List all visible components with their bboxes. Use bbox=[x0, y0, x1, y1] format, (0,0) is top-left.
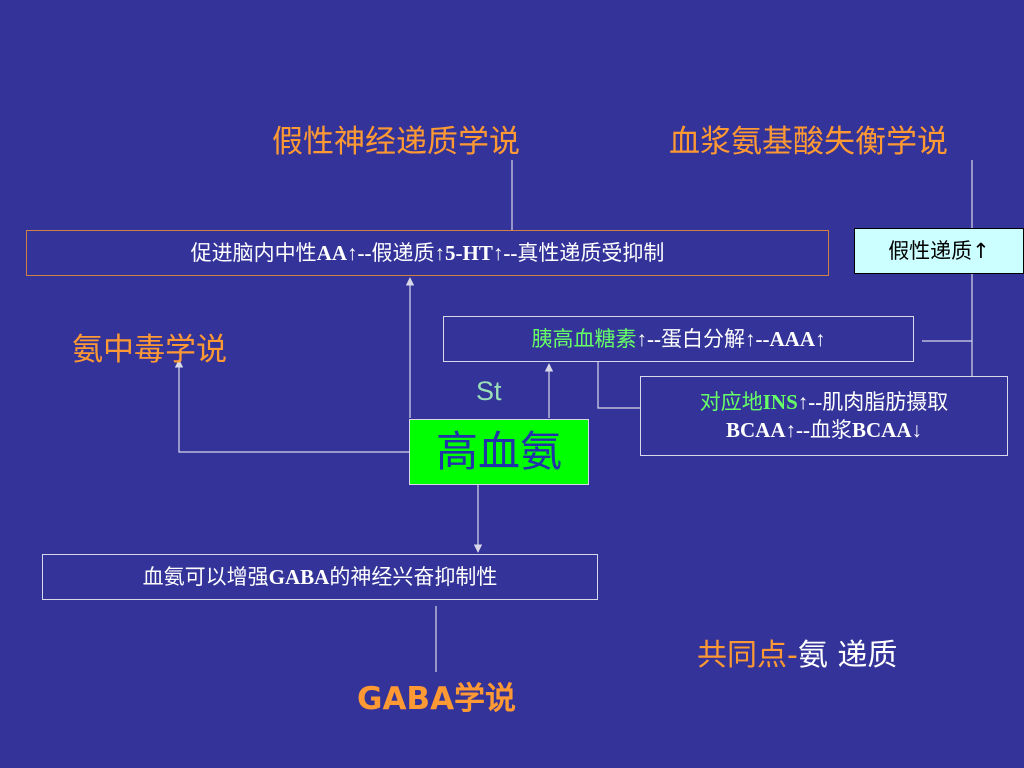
line-glucagon-to-ins bbox=[597, 362, 640, 409]
ins-box: 对应地INS↑--肌肉脂肪摄取 BCAA↑--血浆BCAA↓ bbox=[640, 376, 1008, 456]
arrow-to-ammonia-poisoning bbox=[174, 359, 410, 453]
hyperammonemia-box: 高血氨 bbox=[409, 419, 589, 485]
ins-line-2: BCAA↑--血浆BCAA↓ bbox=[725, 418, 922, 442]
false-transmitter-box: 假性递质↑ bbox=[854, 228, 1024, 274]
common-point-text: 共同点-氨 递质 bbox=[697, 630, 897, 674]
title-amino-acid-imbalance: 血浆氨基酸失衡学说 bbox=[669, 124, 948, 160]
common-point-label: 共同点- bbox=[697, 638, 798, 673]
title-ammonia-poisoning: 氨中毒学说 bbox=[72, 332, 227, 368]
title-gaba: GABA学说 bbox=[357, 681, 517, 717]
title-false-neurotransmitter: 假性神经递质学说 bbox=[272, 124, 520, 160]
st-label: St bbox=[476, 376, 502, 406]
common-point-content: 氨 递质 bbox=[797, 638, 898, 673]
ins-line-1: 对应地INS↑--肌肉脂肪摄取 bbox=[699, 389, 949, 414]
glucagon-box: 胰高血糖素↑--蛋白分解↑--AAA↑ bbox=[443, 316, 914, 362]
